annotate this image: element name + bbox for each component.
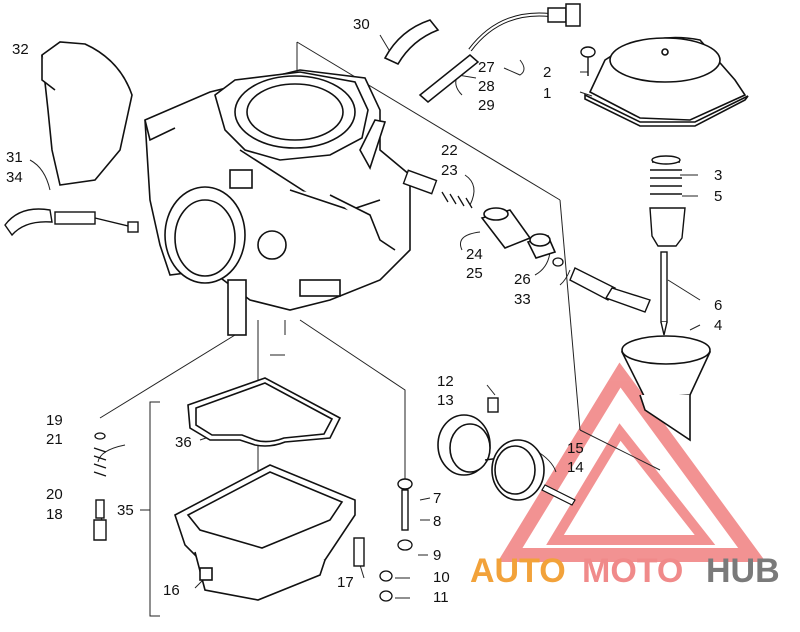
part-14-float-pin (541, 484, 576, 506)
callout-1: 1 (543, 85, 551, 102)
callout-11: 11 (433, 589, 449, 606)
part-20-spring (93, 447, 107, 477)
part-19-washer (94, 432, 106, 440)
part-3-spring (650, 155, 682, 195)
callout-21: 21 (46, 431, 63, 448)
callout-18: 18 (46, 506, 63, 523)
callout-4: 4 (714, 317, 722, 334)
callout-7: 7 (433, 490, 441, 507)
callout-20: 20 (46, 486, 63, 503)
part-24-needle-jet (480, 207, 532, 249)
callout-28: 28 (478, 78, 495, 95)
part-23-spring (441, 191, 473, 209)
part-2-screw (580, 46, 596, 76)
part-4-throttle-slide (620, 335, 712, 442)
watermark-triangle-inner (546, 423, 716, 545)
callout-32: 32 (12, 41, 29, 58)
part-35-float-bowl (174, 464, 356, 601)
watermark-text: AUTO MOTO HUB (470, 552, 780, 590)
part-17-drain-screw (353, 537, 365, 567)
carburetor-body (144, 69, 411, 336)
callout-36: 36 (175, 434, 192, 451)
callout-12: 12 (437, 373, 454, 390)
callout-27: 27 (478, 59, 495, 76)
callout-labels: 2 1 3 5 6 4 30 27 28 29 22 23 24 25 26 3… (6, 16, 722, 606)
callout-33: 33 (514, 291, 531, 308)
part-25-holder (526, 233, 557, 259)
part-26-washer (552, 257, 564, 267)
watermark-logo (497, 362, 766, 562)
part-12-needle-valve (487, 397, 499, 413)
callout-5: 5 (714, 188, 722, 205)
part-11-nut (379, 590, 393, 602)
callout-3: 3 (714, 167, 722, 184)
callout-26: 26 (514, 271, 531, 288)
watermark-hub: HUB (706, 552, 780, 590)
part-9-washer (397, 539, 413, 551)
callout-16: 16 (163, 582, 180, 599)
callout-10: 10 (433, 569, 450, 586)
callout-2: 2 (543, 64, 551, 81)
bracket-35 (140, 401, 160, 617)
callout-6: 6 (714, 297, 722, 314)
part-18-jet (93, 499, 107, 541)
callout-13: 13 (437, 392, 454, 409)
watermark-moto: MOTO (582, 552, 683, 590)
part-7-screw (397, 478, 413, 531)
callout-31: 31 (6, 149, 23, 166)
callout-9: 9 (433, 547, 441, 564)
callout-29: 29 (478, 97, 495, 114)
part-6-jet-needle (660, 251, 668, 336)
callout-17: 17 (337, 574, 354, 591)
part-5-retainer (649, 207, 686, 247)
callout-23: 23 (441, 162, 458, 179)
callout-22: 22 (441, 142, 458, 159)
part-1-top-cover (584, 36, 749, 127)
watermark-triangle (497, 362, 766, 562)
callout-35: 35 (117, 502, 134, 519)
callout-34: 34 (6, 169, 23, 186)
part-36-gasket (187, 377, 342, 447)
callout-14: 14 (567, 459, 584, 476)
part-15-float (437, 414, 545, 501)
part-10-nut (379, 570, 393, 582)
callout-30: 30 (353, 16, 370, 33)
part-27-cable (418, 3, 581, 103)
part-34-choke-plunger (4, 208, 139, 237)
part-30-vent-tube (359, 19, 440, 170)
callout-25: 25 (466, 265, 483, 282)
callout-8: 8 (433, 513, 441, 530)
callout-15: 15 (567, 440, 584, 457)
part-32-cover (41, 41, 133, 186)
callout-24: 24 (466, 246, 483, 263)
part-22-jet (402, 169, 438, 195)
watermark-auto: AUTO (470, 552, 566, 590)
callout-19: 19 (46, 412, 63, 429)
part-33-pilot-screw (569, 267, 651, 313)
